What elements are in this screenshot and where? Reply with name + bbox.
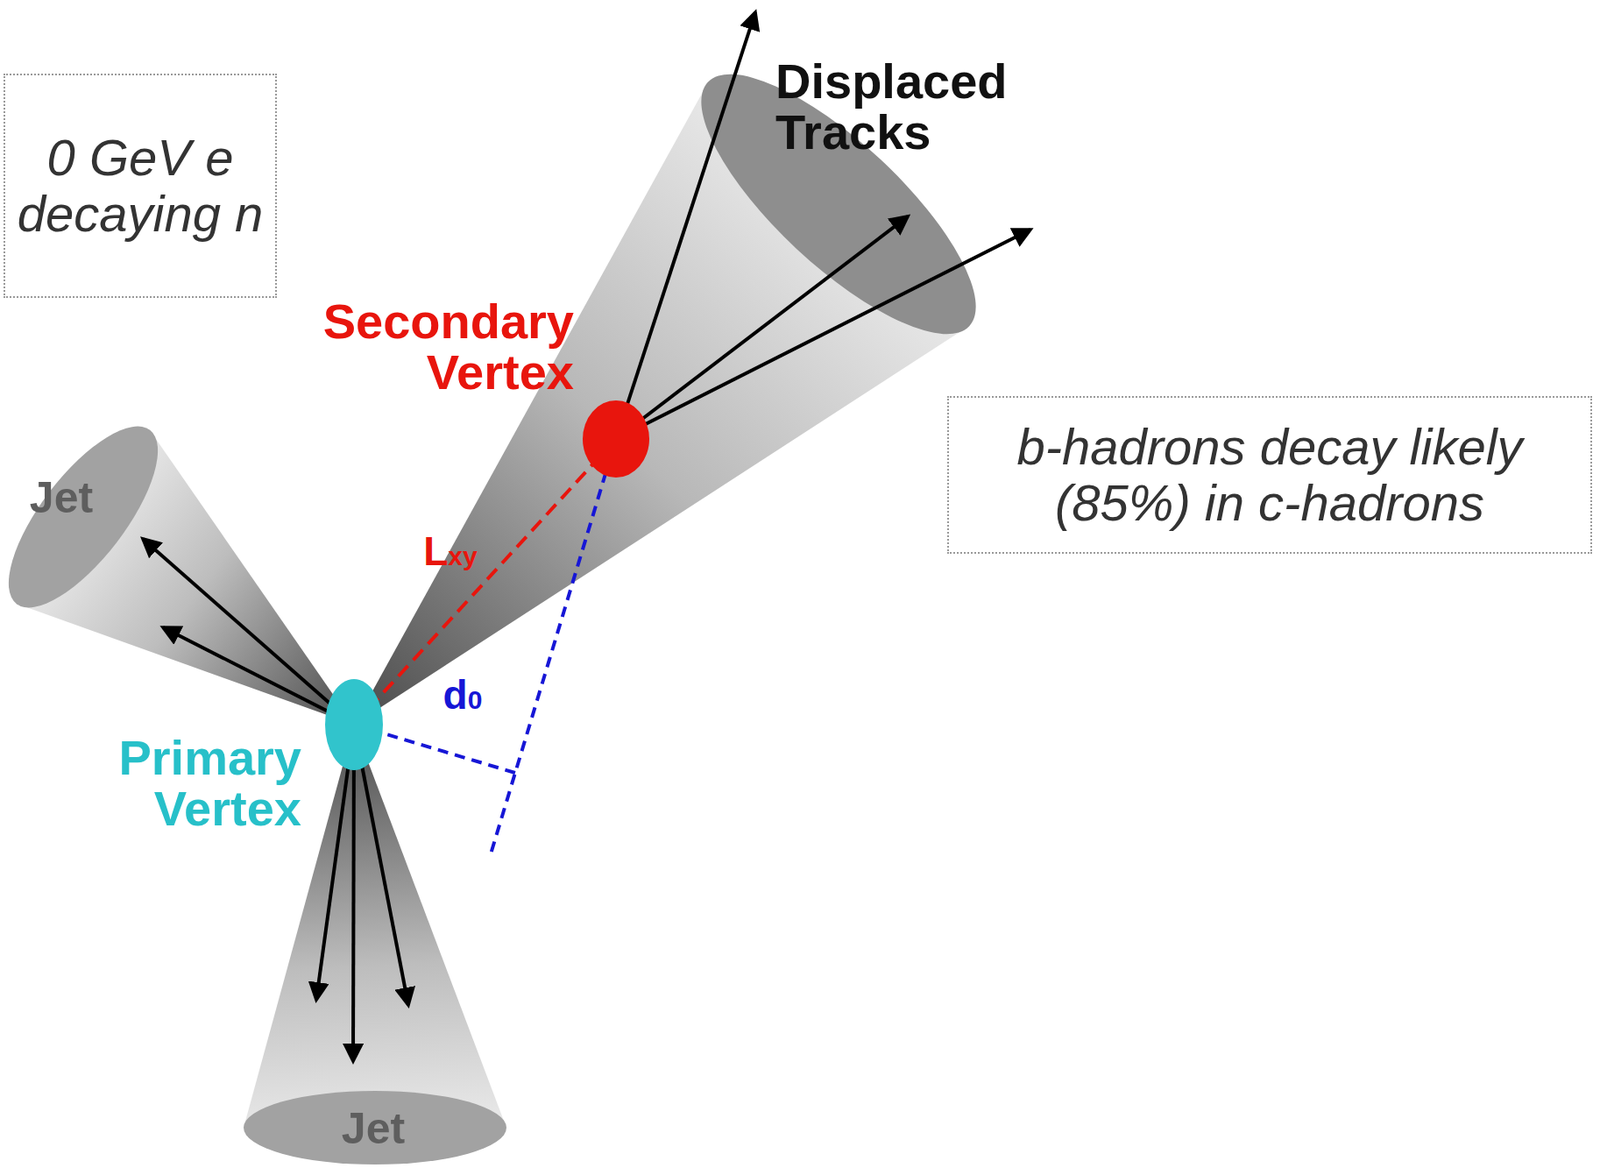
distance-label: Lxy	[423, 530, 477, 578]
decay-length-line	[353, 438, 616, 725]
track-arrow	[142, 538, 354, 725]
vertex-label: Secondary Vertex	[258, 296, 574, 398]
jet-label: Jet	[341, 1104, 405, 1154]
primary-vertex	[325, 679, 383, 771]
callout-text: 0 GeV e decaying n	[12, 129, 269, 242]
secondary-vertex	[582, 400, 650, 478]
callout-text: b-hadrons decay likely (85%) in c-hadron…	[955, 418, 1584, 531]
jet-label: Jet	[29, 473, 93, 523]
vertex-label: Primary Vertex	[3, 732, 302, 835]
callout-box: 0 GeV e decaying n	[3, 73, 277, 298]
track-label: Displaced Tracks	[775, 56, 1056, 158]
displaced-track-arrow	[615, 12, 756, 439]
track-arrow	[162, 627, 354, 725]
displaced-track-arrow	[615, 216, 908, 439]
track-arrow	[353, 724, 354, 1062]
callout-box: b-hadrons decay likely (85%) in c-hadron…	[947, 396, 1593, 554]
impact-parameter-label: d0	[443, 673, 483, 722]
cone-base	[0, 404, 184, 631]
track-extrapolation	[489, 438, 616, 857]
cone-base	[243, 1090, 507, 1165]
